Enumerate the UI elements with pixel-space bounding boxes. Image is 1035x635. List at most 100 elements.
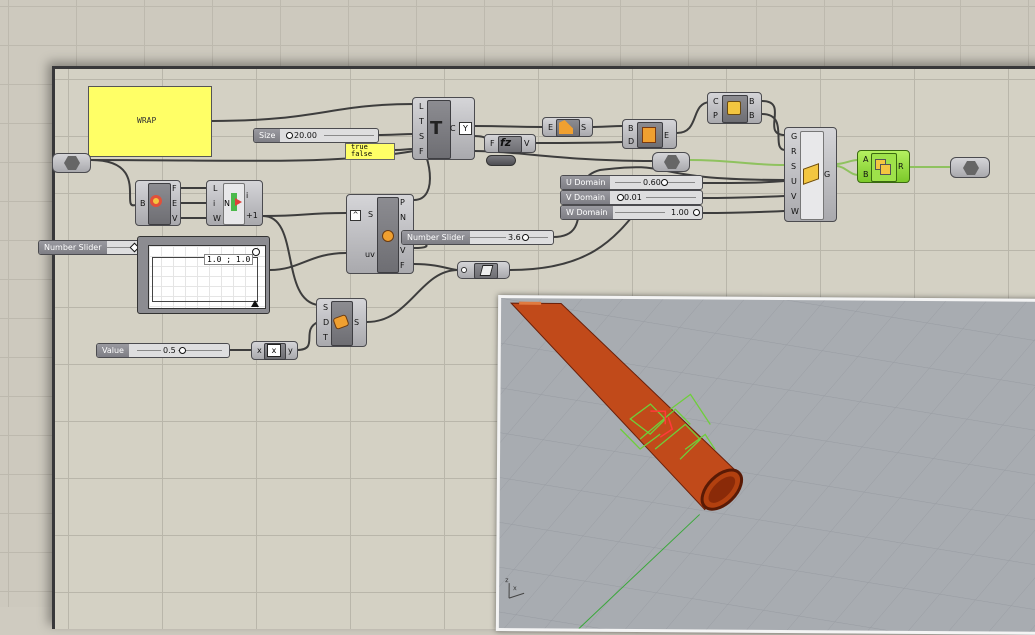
explode-node[interactable]: E S — [542, 117, 593, 137]
dice-icon — [727, 101, 741, 115]
value-slider[interactable]: Value 0.5 — [96, 343, 230, 358]
port-v: V — [791, 192, 796, 202]
port-c: C — [713, 97, 719, 107]
number-slider-main-value: 3.6 — [506, 231, 523, 244]
function-node[interactable]: F fz V — [484, 134, 536, 153]
port-e: E — [548, 123, 553, 133]
list-mid-label: N — [224, 199, 230, 208]
port-d: D — [323, 318, 329, 328]
port-f: F — [490, 139, 495, 149]
slider-knob[interactable] — [522, 234, 529, 241]
number-slider-left-label: Number Slider — [39, 241, 107, 254]
v-domain-slider[interactable]: V Domain 0.01 — [560, 190, 703, 205]
hexagon-icon — [664, 155, 680, 169]
list-item-node[interactable]: L i W N i +1 — [206, 180, 263, 226]
viewport-scene: x z — [499, 298, 1035, 632]
port-b: B — [140, 199, 146, 209]
slider-knob[interactable] — [661, 179, 668, 186]
port-p: P — [713, 111, 718, 121]
graph-handle-top[interactable] — [252, 248, 260, 256]
geometry-param-left[interactable] — [52, 153, 91, 173]
port-s: S — [419, 132, 424, 142]
port-i: i — [213, 199, 215, 209]
port-v: V — [400, 246, 405, 256]
port-w: W — [213, 214, 221, 224]
port-l: L — [213, 184, 217, 194]
frame-icon — [150, 195, 162, 207]
expression-icon: x — [267, 344, 281, 357]
text-tag-node[interactable]: L T S F T C Y — [412, 97, 475, 160]
v-domain-value: 0.01 — [624, 191, 642, 204]
port-r-out: R — [898, 162, 904, 172]
port-p: P — [400, 198, 405, 208]
v-domain-label: V Domain — [561, 191, 610, 204]
port-plus1: +1 — [246, 211, 258, 221]
port-g: G — [791, 132, 797, 142]
hexagon-icon — [963, 161, 979, 175]
slider-knob[interactable] — [286, 132, 293, 139]
graph-mapper[interactable]: 1.0 ; 1.0 — [137, 236, 270, 314]
wrap-panel[interactable]: WRAP — [88, 86, 212, 157]
boundary-icon — [642, 127, 656, 143]
port-t: T — [419, 117, 424, 127]
size-slider-value: 20.00 — [294, 129, 317, 142]
slider-track — [324, 135, 374, 136]
grip-icon — [461, 267, 467, 273]
port-s: S — [791, 162, 796, 172]
box-morph-node[interactable]: G R S U V W G — [784, 127, 837, 222]
w-domain-value: 1.00 — [671, 206, 689, 219]
boolean-false: false — [351, 151, 394, 158]
union-icon-b — [880, 164, 891, 175]
union-node[interactable]: A B R — [857, 150, 910, 183]
graph-corner-arrow — [251, 300, 259, 307]
boolean-panel[interactable]: true false — [345, 143, 395, 160]
port-y: y — [288, 346, 293, 356]
value-slider-label: Value — [97, 344, 129, 357]
port-u: U — [791, 177, 797, 187]
pipe-icon — [382, 230, 394, 242]
surface-node[interactable]: S D T S — [316, 298, 367, 347]
dice-node[interactable]: C P B B — [707, 92, 762, 124]
port-r: R — [791, 147, 797, 157]
boundary-node[interactable]: B D E — [622, 119, 677, 149]
size-slider[interactable]: Size 20.00 — [253, 128, 379, 143]
port-v: V — [172, 214, 177, 224]
axis-label-x: x — [513, 585, 517, 592]
number-slider-main-label: Number Slider — [402, 231, 470, 244]
port-d: D — [628, 137, 634, 147]
port-i-out: i — [246, 191, 248, 201]
hexagon-icon — [64, 156, 80, 170]
u-domain-value: 0.60 — [641, 176, 663, 189]
w-domain-slider[interactable]: W Domain 1.00 — [560, 205, 703, 220]
slider-knob[interactable] — [179, 347, 186, 354]
geometry-param-mid[interactable] — [652, 152, 690, 172]
port-f: F — [419, 147, 424, 157]
port-x: x — [257, 346, 262, 356]
slider-knob[interactable] — [693, 209, 700, 216]
port-b-out1: B — [749, 97, 755, 107]
port-t: T — [323, 333, 328, 343]
port-e: E — [172, 199, 177, 209]
port-f: F — [172, 184, 177, 194]
expression-node[interactable]: x x y — [251, 341, 298, 360]
port-a: A — [863, 155, 868, 165]
brep-param[interactable] — [457, 261, 510, 279]
slider-knob[interactable] — [617, 194, 624, 201]
frame-node[interactable]: B F E V — [135, 180, 181, 226]
panel-text: WRAP — [137, 116, 156, 125]
port-c: C — [450, 124, 456, 134]
port-g-out: G — [824, 170, 830, 180]
text-tag-icon: T — [430, 118, 442, 139]
geometry-param-right[interactable] — [950, 157, 990, 178]
graph-readout: 1.0 ; 1.0 — [204, 254, 253, 265]
w-domain-label: W Domain — [561, 206, 613, 219]
rhino-viewport[interactable]: x z — [496, 295, 1035, 635]
port-n: N — [400, 213, 406, 223]
function-icon: fz — [500, 136, 511, 149]
number-slider-main[interactable]: Number Slider 3.6 — [401, 230, 554, 245]
port-v: V — [524, 139, 529, 149]
reparam-toggle-icon[interactable]: ^ — [350, 210, 361, 221]
relay-capsule[interactable] — [486, 155, 516, 166]
port-s: S — [368, 210, 373, 220]
u-domain-slider[interactable]: U Domain 0.60 — [560, 175, 703, 190]
